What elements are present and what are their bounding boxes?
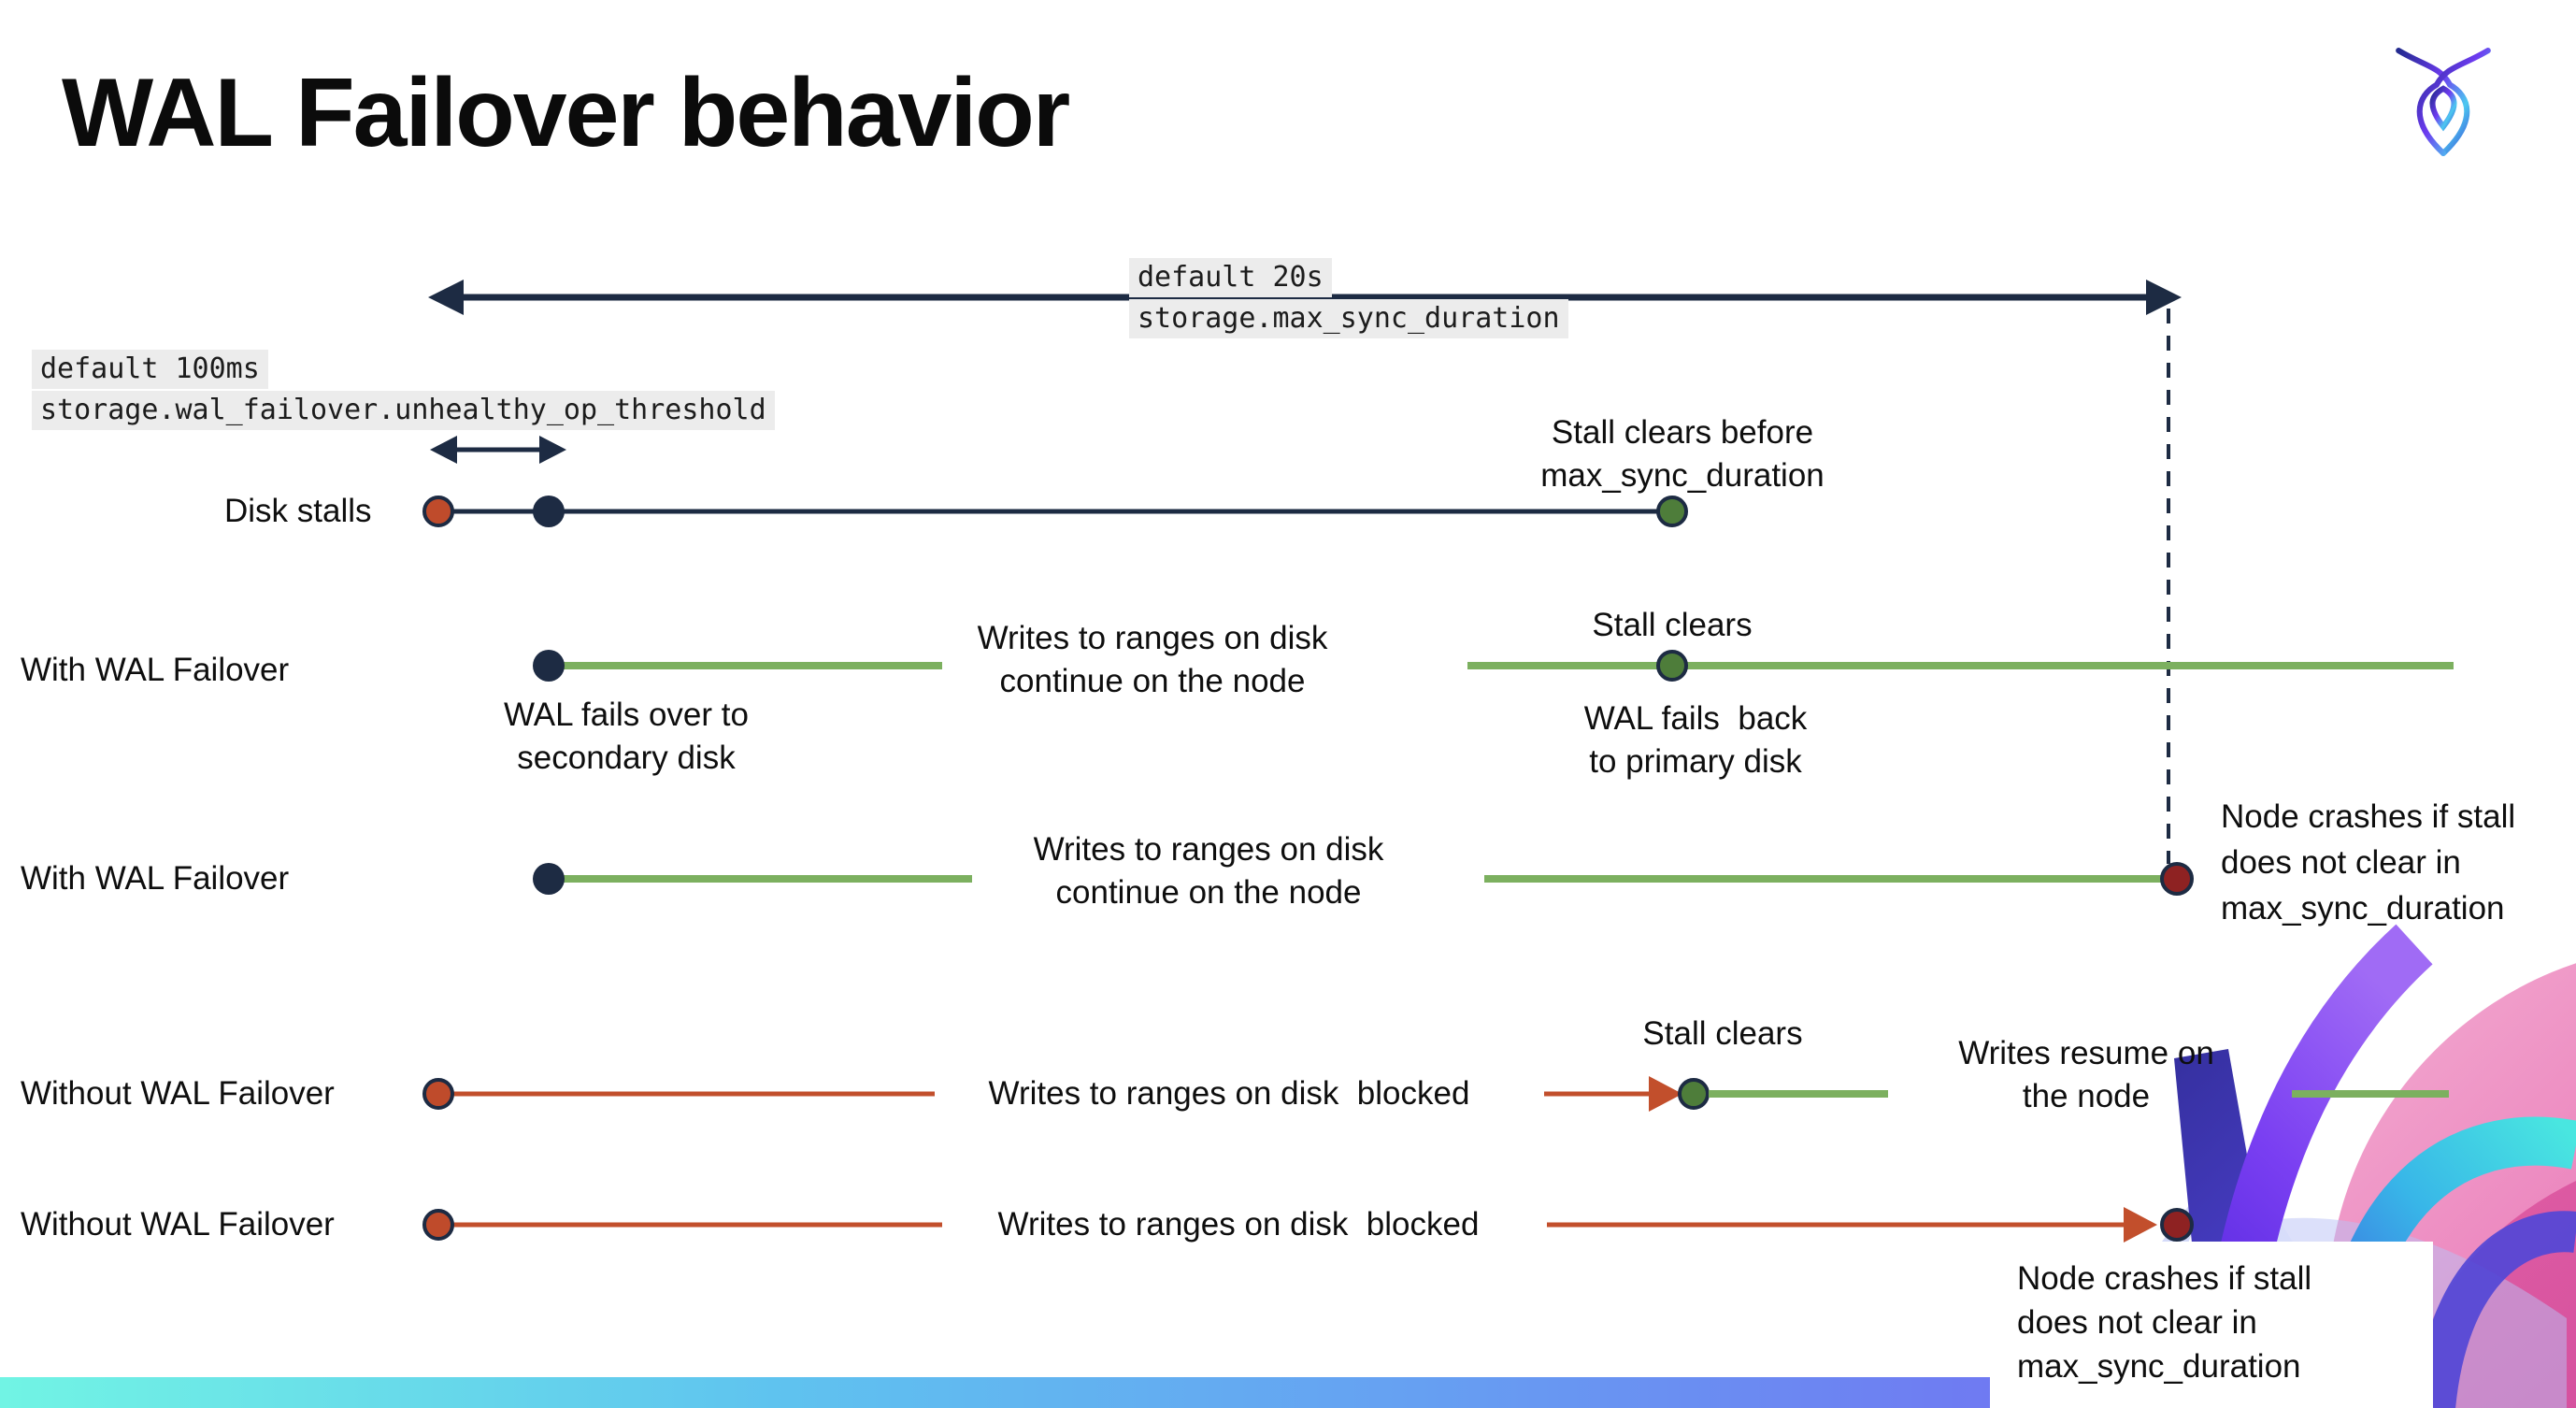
arrow-head-right bbox=[2146, 280, 2182, 315]
row5-red-arrow-head bbox=[2124, 1207, 2157, 1243]
row5-stall-start-dot bbox=[422, 1209, 454, 1241]
row1-stall-clears-before-note: Stall clears before max_sync_duration bbox=[1540, 414, 1825, 494]
logo-left-antenna-body bbox=[2396, 48, 2470, 156]
row4-writes-blocked-note: Writes to ranges on disk blocked bbox=[988, 1075, 1470, 1112]
small-arrow-head-left bbox=[430, 436, 457, 464]
logo-right-antenna-body bbox=[2416, 48, 2491, 156]
unhealthy-op-setting-label: storage.wal_failover.unhealthy_op_thresh… bbox=[32, 391, 775, 430]
row1-label: Disk stalls bbox=[224, 493, 372, 529]
unhealthy-op-default-label: default 100ms bbox=[32, 350, 268, 389]
cockroachdb-logo-icon bbox=[2396, 48, 2491, 156]
row2-stall-clears-dot bbox=[1656, 650, 1688, 682]
row2-label: With WAL Failover bbox=[21, 652, 290, 688]
row3-label: With WAL Failover bbox=[21, 860, 290, 897]
max-sync-default-label: default 20s bbox=[1129, 258, 1332, 297]
row2-failover-dot bbox=[533, 650, 565, 682]
row4-stall-clears-dot bbox=[1678, 1078, 1710, 1110]
row5-crash-dot bbox=[2160, 1208, 2194, 1242]
row1-threshold-dot bbox=[533, 496, 565, 527]
row5-node-crashes-note: Node crashes if stall does not clear in … bbox=[2017, 1260, 2312, 1385]
max-sync-setting-label: storage.max_sync_duration bbox=[1129, 299, 1568, 338]
row4-red-arrow-head bbox=[1649, 1076, 1682, 1112]
page-title: WAL Failover behavior bbox=[62, 59, 1070, 167]
row3-node-crashes-note: Node crashes if stall does not clear in … bbox=[2221, 798, 2516, 927]
row2-wal-fails-back-note: WAL fails back to primary disk bbox=[1583, 700, 1808, 780]
row4-label: Without WAL Failover bbox=[21, 1075, 335, 1112]
small-arrow-head-right bbox=[539, 436, 566, 464]
row3-crash-dot bbox=[2160, 862, 2194, 896]
row5-writes-blocked-note: Writes to ranges on disk blocked bbox=[997, 1206, 1480, 1243]
row4-stall-clears-note: Stall clears bbox=[1642, 1015, 1803, 1052]
node-crash-callout-box bbox=[1990, 1242, 2433, 1408]
row3-failover-dot bbox=[533, 863, 565, 895]
row4-stall-start-dot bbox=[422, 1078, 454, 1110]
row2-wal-fails-over-note: WAL fails over to secondary disk bbox=[504, 697, 749, 776]
row4-writes-resume-note: Writes resume on the node bbox=[1958, 1035, 2214, 1114]
row2-writes-continue-note: Writes to ranges on disk continue on the… bbox=[977, 620, 1328, 699]
row1-stall-start-dot bbox=[422, 496, 454, 527]
inner-arch-shape bbox=[2414, 1211, 2576, 1408]
row5-label: Without WAL Failover bbox=[21, 1206, 335, 1243]
row2-stall-clears-note: Stall clears bbox=[1592, 607, 1753, 643]
arrow-head-left bbox=[428, 280, 464, 315]
row3-writes-continue-note: Writes to ranges on disk continue on the… bbox=[1033, 831, 1384, 911]
logo-inner-leaf bbox=[2429, 85, 2457, 132]
row1-stall-clears-dot bbox=[1656, 496, 1688, 527]
